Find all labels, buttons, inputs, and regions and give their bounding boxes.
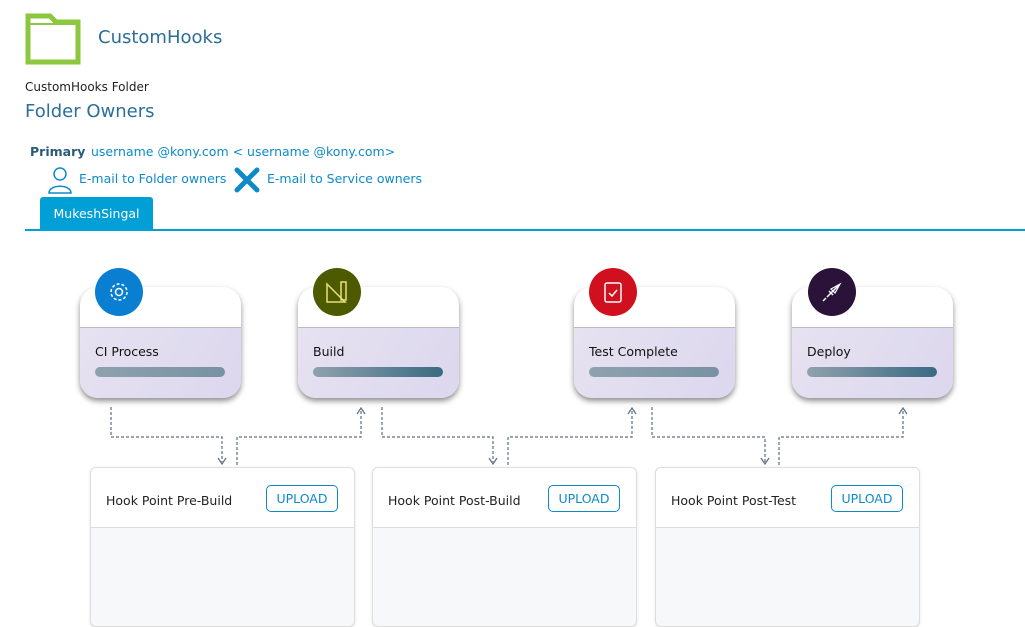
stage-progress-bar [807, 367, 937, 377]
stage-label: CI Process [95, 344, 159, 359]
folder-subtitle: CustomHooks Folder [25, 80, 149, 94]
flow-connectors [110, 406, 908, 466]
upload-button[interactable]: UPLOAD [266, 485, 338, 512]
stage-ci-process[interactable]: CI Process [80, 287, 241, 398]
hook-panel-post-build: Hook Point Post-Build UPLOAD [372, 467, 637, 627]
stage-deploy[interactable]: Deploy [792, 287, 953, 398]
stage-progress-bar [589, 367, 719, 377]
user-icon [48, 167, 72, 194]
primary-email-link[interactable]: username @kony.com < username @kony.com> [91, 144, 396, 159]
wrench-screwdriver-icon [234, 167, 260, 193]
tab-mukeshsingal[interactable]: MukeshSingal [40, 197, 153, 230]
stage-label: Build [313, 344, 345, 359]
hook-label: Hook Point Pre-Build [106, 493, 233, 508]
stage-progress-bar [313, 367, 443, 377]
email-folder-owners-link[interactable]: E-mail to Folder owners [79, 171, 227, 186]
rocket-icon [808, 268, 856, 316]
stage-label: Test Complete [589, 344, 678, 359]
upload-button[interactable]: UPLOAD [548, 485, 620, 512]
gear-wrench-icon [95, 268, 143, 316]
stage-progress-bar [95, 367, 225, 377]
owners-heading: Folder Owners [25, 101, 155, 122]
hook-panel-post-test: Hook Point Post-Test UPLOAD [655, 467, 920, 627]
tab-divider [25, 229, 1025, 231]
stage-label: Deploy [807, 344, 851, 359]
hook-label: Hook Point Post-Test [671, 493, 797, 508]
upload-button[interactable]: UPLOAD [831, 485, 903, 512]
primary-label: Primary [30, 144, 86, 159]
ruler-pencil-icon [313, 268, 361, 316]
folder-icon [25, 13, 81, 65]
stage-test-complete[interactable]: Test Complete [574, 287, 735, 398]
email-service-owners-link[interactable]: E-mail to Service owners [267, 171, 422, 186]
page-title: CustomHooks [98, 27, 223, 48]
hook-label: Hook Point Post-Build [388, 493, 521, 508]
hook-panel-pre-build: Hook Point Pre-Build UPLOAD [90, 467, 355, 627]
clipboard-check-icon [589, 268, 637, 316]
